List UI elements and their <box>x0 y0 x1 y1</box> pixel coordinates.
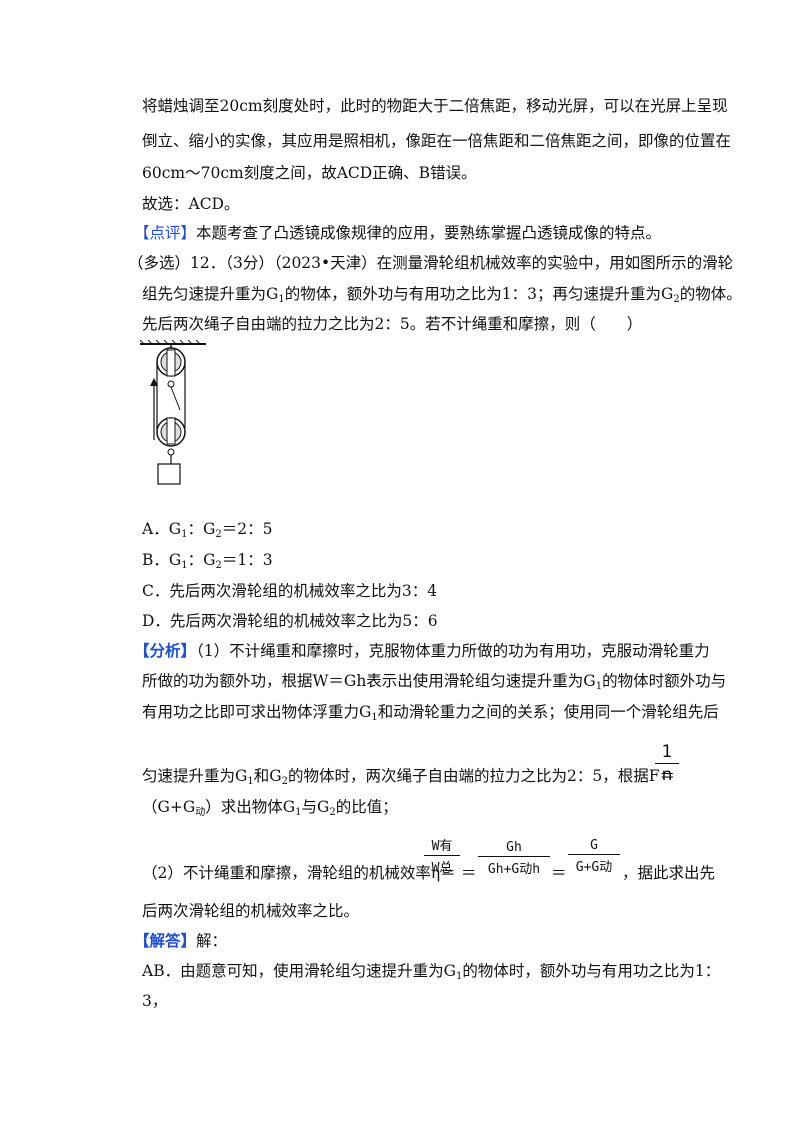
answer-tag: 【解答】 <box>134 931 197 950</box>
analysis-line: 所做的功为额外功，根据W＝Gh表示出使用滑轮组匀速提升重为G1的物体时额外功与 <box>142 672 727 692</box>
equals-sign: ＝ <box>461 864 477 882</box>
comment-line: 【点评】本题考查了凸透镜成像规律的应用，要熟练掌握凸透镜成像的特点。 <box>134 222 661 244</box>
analysis-line: 匀速提升重为G1和G2的物体时，两次绳子自由端的拉力之比为2：5，根据F＝ <box>142 767 676 787</box>
question-line: （多选）12．（3分）（2023•天津）在测量滑轮组机械效率的实验中，用如图所示… <box>128 254 734 272</box>
option-b: B．G1：G2＝1：3 <box>142 551 273 571</box>
analysis-line: 有用功之比即可求出物体浮重力G1和动滑轮重力之间的关系；使用同一个滑轮组先后 <box>142 703 719 723</box>
question-line: 先后两次绳子自由端的拉力之比为2：5。若不计绳重和摩擦，则（ ） <box>142 315 643 333</box>
analysis-line: （G+G动）求出物体G1与G2的比值； <box>142 798 398 818</box>
analysis-line: （2）不计绳重和摩擦，滑轮组的机械效率η＝ <box>142 864 456 882</box>
equals-sign: ＝ <box>551 864 567 882</box>
analysis-tag: 【分析】 <box>134 641 197 660</box>
paragraph-line: 倒立、缩小的实像，其应用是照相机，像距在一倍焦距和二倍焦距之间，即像的位置在 <box>142 132 732 150</box>
analysis-line: ，据此求出先 <box>622 864 716 882</box>
paragraph-line: 60cm～70cm刻度之间，故ACD正确、B错误。 <box>142 164 477 182</box>
paragraph-line: 将蜡烛调至20cm刻度处时，此时的物距大于二倍焦距，移动光屏，可以在光屏上呈现 <box>142 97 728 115</box>
comment-text: 本题考查了凸透镜成像规律的应用，要熟练掌握凸透镜成像的特点。 <box>196 224 662 242</box>
paragraph-line: 故选：ACD。 <box>142 195 240 213</box>
option-d: D．先后两次滑轮组的机械效率之比为5：6 <box>142 612 438 630</box>
answer-line: 【解答】解： <box>134 931 228 950</box>
analysis-line: 后两次滑轮组的机械效率之比。 <box>142 902 360 920</box>
question-line: 组先匀速提升重为G1的物体，额外功与有用功之比为1：3；再匀速提升重为G2的物体… <box>142 285 742 305</box>
comment-tag: 【点评】 <box>134 224 197 242</box>
answer-line: 3， <box>142 992 168 1010</box>
answer-line: AB．由题意可知，使用滑轮组匀速提升重为G1的物体时，额外功与有用功之比为1： <box>142 962 721 982</box>
option-c: C．先后两次滑轮组的机械效率之比为3：4 <box>142 582 438 600</box>
pulley-diagram <box>139 340 206 485</box>
option-a: A．G1：G2＝2：5 <box>142 520 273 540</box>
analysis-line: 【分析】（1）不计绳重和摩擦时，克服物体重力所做的功为有用功，克服动滑轮重力 <box>134 641 710 660</box>
